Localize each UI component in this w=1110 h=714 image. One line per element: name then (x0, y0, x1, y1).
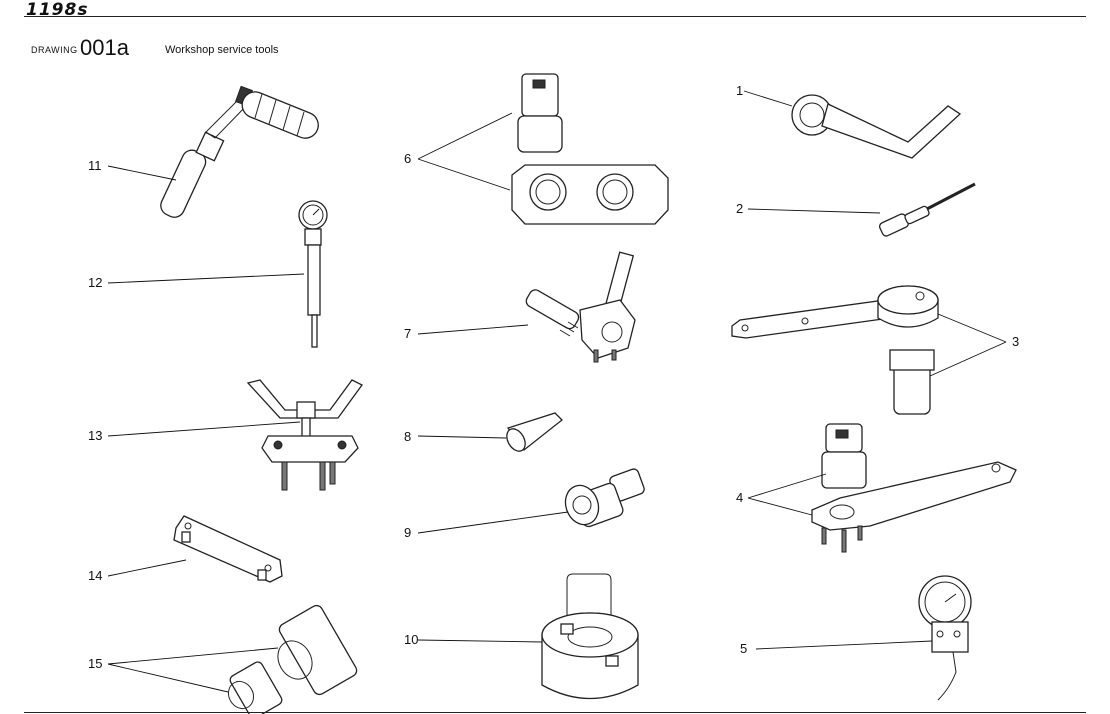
callout-15: 15 (88, 656, 102, 671)
brand-logo: 1198s (26, 0, 89, 20)
drawing-title: Workshop service tools (165, 44, 279, 56)
callout-12: 12 (88, 275, 102, 290)
tool-9-drawing (564, 468, 645, 528)
callout-1: 1 (736, 83, 743, 98)
tool-8-drawing (506, 412, 563, 452)
callout-8: 8 (404, 429, 411, 444)
callout-3: 3 (1012, 334, 1019, 349)
callout-6: 6 (404, 151, 411, 166)
callout-11: 11 (88, 158, 102, 173)
tool-15-drawing (227, 604, 358, 714)
tool-13-drawing (246, 379, 363, 491)
header-divider (24, 16, 1086, 17)
callout-7: 7 (404, 326, 411, 341)
tool-12-drawing (298, 200, 328, 348)
tool-6-drawing (511, 73, 669, 225)
callout-13: 13 (88, 428, 102, 443)
tool-3-drawing (731, 285, 939, 415)
callout-10: 10 (404, 632, 418, 647)
tool-2-drawing (879, 182, 976, 237)
callout-numbers: 11 12 13 14 15 6 7 8 9 10 1 2 3 4 5 (88, 83, 1019, 671)
drawing-label: DRAWING (31, 45, 78, 55)
callout-4: 4 (736, 490, 743, 505)
tool-1-drawing (791, 94, 962, 159)
tool-10-drawing (541, 573, 639, 700)
callout-2: 2 (736, 201, 743, 216)
footer-divider (24, 712, 1086, 713)
leader-lines (107, 90, 1007, 693)
tool-7-drawing (525, 251, 636, 363)
tool-4-drawing (811, 423, 1017, 553)
callout-9: 9 (404, 525, 411, 540)
callout-5: 5 (740, 641, 747, 656)
tool-5-drawing (918, 575, 972, 701)
drawing-number: 001a (80, 35, 129, 60)
tool-14-drawing (173, 515, 283, 583)
callout-14: 14 (88, 568, 102, 583)
tool-11-drawing (160, 85, 319, 218)
